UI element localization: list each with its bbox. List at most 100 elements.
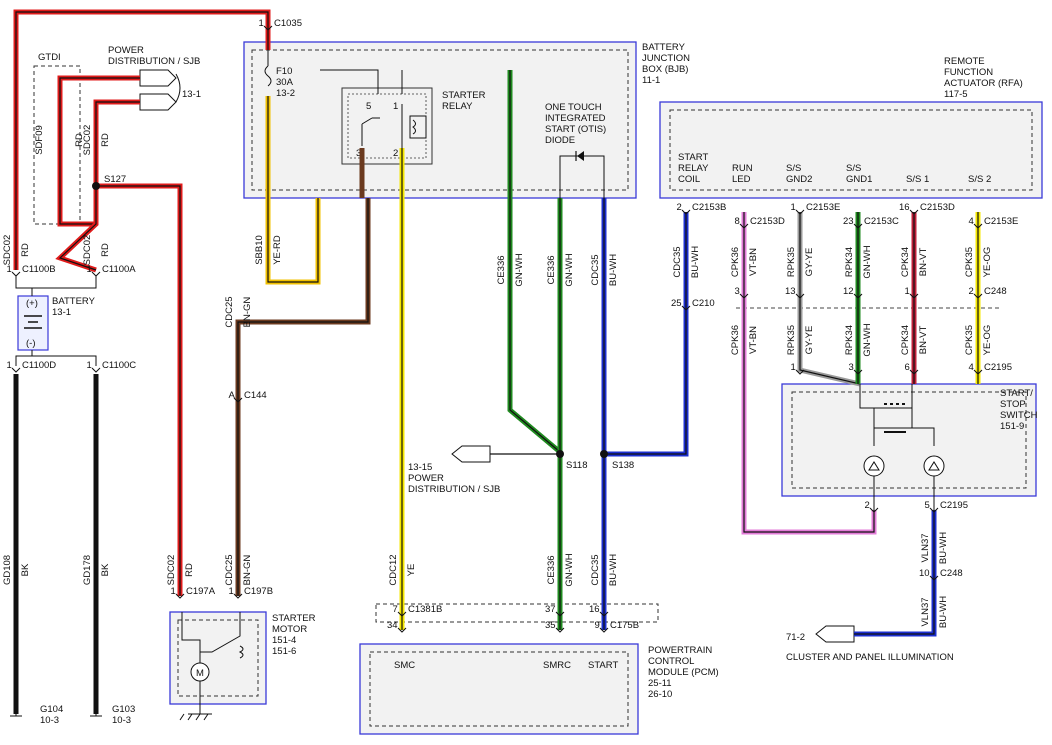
connector-pin: 5 (925, 500, 930, 511)
connector-pin: 3 (735, 286, 749, 299)
wire-circuit-label: SDC02 (82, 235, 93, 266)
wire-circuit-label: CPK34 (900, 247, 911, 277)
wire-color-label: GY-YE (804, 248, 815, 277)
wire-circuit-label: CPK35 (964, 325, 975, 355)
wire-color-label: BU-WH (690, 246, 701, 278)
wire-circuit-label: RPK34 (844, 247, 855, 277)
connector-pin: 1 (229, 586, 234, 597)
illumination-led-icon (923, 455, 945, 477)
svg-text:151-9: 151-9 (1000, 421, 1024, 432)
connector-pin: 2 (677, 202, 682, 213)
connector-pin: 23 (843, 216, 854, 227)
svg-text:SWITCH: SWITCH (1000, 410, 1038, 421)
wire-color-label: BU-WH (608, 254, 619, 286)
cluster-illumination: 71-2 CLUSTER AND PANEL ILLUMINATION (786, 625, 954, 663)
battery-junction-box: BATTERY JUNCTION BOX (BJB) 11-1 F10 30A … (243, 41, 690, 200)
wire-circuit-label: SDF09 (34, 125, 45, 155)
wire-color-label: GN-WH (564, 553, 575, 586)
wire-circuit-label: GD108 (2, 555, 13, 585)
svg-text:71-2: 71-2 (786, 632, 805, 643)
svg-text:BATTERY: BATTERY (52, 296, 96, 307)
wire-gray-rpk35 (797, 212, 861, 387)
wire-color-label: GN-WH (862, 245, 873, 278)
wire-circuit-label: CDC25 (224, 554, 235, 585)
svg-text:INTEGRATED: INTEGRATED (545, 113, 606, 124)
svg-text:151-6: 151-6 (272, 646, 296, 657)
svg-text:13-1: 13-1 (52, 307, 71, 318)
wire-circuit-label: CDC35 (590, 254, 601, 285)
svg-text:ACTUATOR (RFA): ACTUATOR (RFA) (944, 78, 1023, 89)
svg-text:G104: G104 (40, 704, 63, 715)
wire-circuit-label: CDC35 (672, 246, 683, 277)
wire-color-label: BN-GN (242, 297, 253, 328)
svg-text:M: M (196, 668, 204, 679)
splice-s138: S138 (612, 460, 634, 471)
motor-switch-lines (181, 612, 241, 663)
connector-pin: 6 (905, 362, 910, 373)
wire-color-label: RD (100, 133, 111, 147)
ss-switch-label: START/ STOP SWITCH 151-9 (1000, 388, 1038, 432)
rfa-pin-start-relay-coil: START RELAY COIL (678, 152, 709, 185)
wire-circuit-label: CPK35 (964, 247, 975, 277)
svg-text:START (OTIS): START (OTIS) (545, 124, 606, 135)
wire-color-label: VT-BN (748, 248, 759, 276)
wire-color-label: RD (184, 563, 195, 577)
connector-name: C1100C (102, 360, 136, 371)
rfa-label: REMOTE FUNCTION ACTUATOR (RFA) 117-5 (944, 56, 1023, 100)
connector-pin: 3 (735, 286, 740, 297)
rfa-pin-ss1: S/S 1 (906, 174, 929, 185)
starter-motor: M STARTER MOTOR 151-4 151-6 (169, 611, 316, 721)
svg-text:POWER: POWER (408, 473, 444, 484)
svg-text:DISTRIBUTION / SJB: DISTRIBUTION / SJB (108, 56, 200, 67)
svg-text:POWER: POWER (108, 45, 144, 56)
wire-color-label: BU-WH (938, 596, 949, 628)
svg-text:117-5: 117-5 (944, 89, 968, 100)
connector-pin: 10 (919, 568, 930, 579)
otis-diode-icon (577, 151, 584, 161)
splice-s127: S127 (104, 174, 126, 185)
wire-circuit-label: SDC02 (82, 125, 93, 156)
splice-s127-dot (92, 182, 100, 190)
connector-name: C2195 (984, 362, 1012, 373)
relay-pin-5: 5 (366, 101, 371, 112)
connector-c197b: 1 C197B (229, 586, 273, 599)
connector-name: C1100A (102, 264, 136, 275)
pcm-pin-smrc: SMRC (543, 660, 571, 671)
connector-pin: 1 (791, 362, 805, 375)
connector-name: C248 (984, 286, 1007, 297)
connector-pin: 1 (87, 264, 92, 275)
wire-circuit-label: VLN37 (920, 533, 931, 562)
connector-pin: 34 (387, 620, 407, 633)
connector-pin: 6 (905, 362, 919, 375)
svg-text:START/: START/ (1000, 388, 1033, 399)
connector-pin: 2 (969, 286, 974, 297)
wire-circuit-label: SDC02 (2, 235, 13, 266)
splice-s118-dot (556, 450, 564, 458)
svg-text:GND2: GND2 (786, 174, 812, 185)
svg-text:S/S: S/S (786, 163, 801, 174)
connector-pin: 13 (785, 286, 796, 297)
connector-name: C197B (244, 586, 273, 597)
connector-pin: 1 (7, 360, 12, 371)
relay-switch-contact (361, 104, 403, 148)
svg-text:RELAY: RELAY (442, 101, 473, 112)
wire-circuit-label: CPK36 (730, 247, 741, 277)
svg-text:BOX (BJB): BOX (BJB) (642, 64, 688, 75)
wire-color-label: YE-OG (982, 325, 993, 356)
rfa-pin-ss-gnd2: S/S GND2 (786, 163, 812, 185)
connector-pin: 4 (969, 362, 974, 373)
svg-text:13-15: 13-15 (408, 462, 432, 473)
svg-text:G103: G103 (112, 704, 135, 715)
connector-pin: 1 (7, 264, 12, 275)
wire-color-label: GN-WH (564, 253, 575, 286)
connector-name: C2153E (984, 216, 1018, 227)
svg-text:13-2: 13-2 (276, 88, 295, 99)
pcm-label: POWERTRAIN CONTROL MODULE (PCM) 25-11 26… (648, 645, 719, 700)
